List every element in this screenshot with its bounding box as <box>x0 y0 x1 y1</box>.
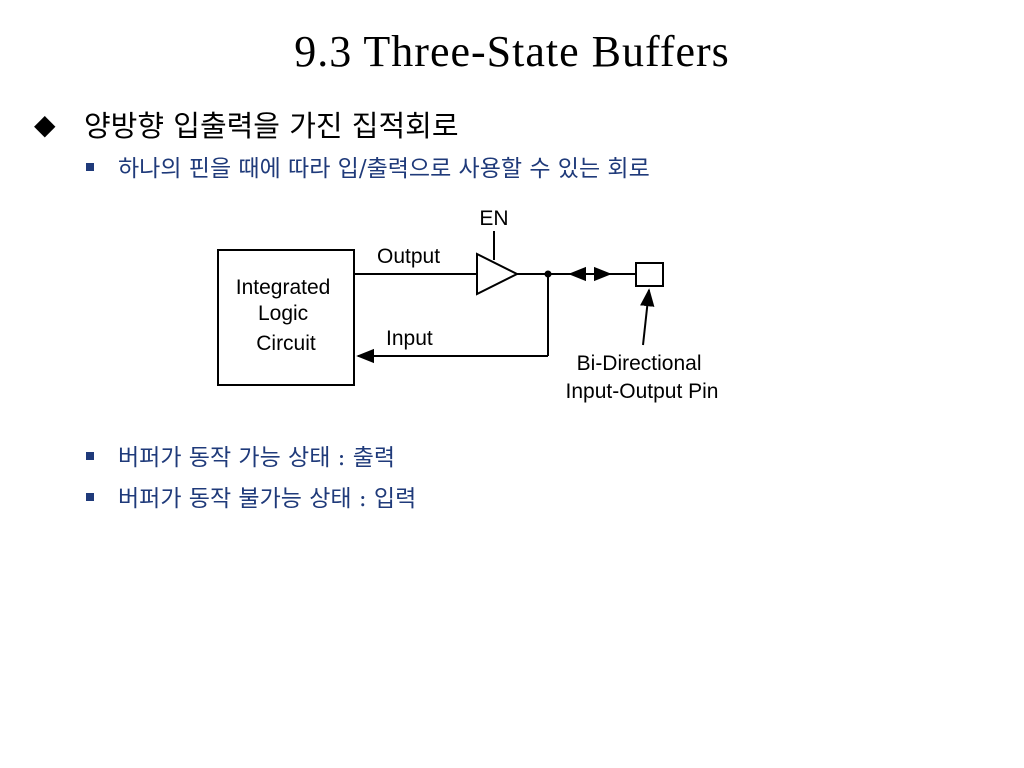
slide-title: 9.3 Three-State Buffers <box>294 27 730 76</box>
input-label: Input <box>386 327 433 350</box>
sub-bullet-2: 버퍼가 동작 가능 상태 : 출력 <box>86 439 395 471</box>
sub-bullet-text: 버퍼가 동작 가능 상태 : 출력 <box>118 445 396 471</box>
pin-label-line: Bi-Directional <box>577 352 702 375</box>
ic-label-line: Circuit <box>256 332 316 355</box>
pin-label: Bi-Directional Input-Output Pin <box>566 352 719 403</box>
pin-label-pointer <box>640 288 655 346</box>
square-bullet-icon <box>86 163 94 171</box>
pin-label-line: Input-Output Pin <box>566 380 719 403</box>
ic-block <box>217 249 355 386</box>
square-bullet-icon <box>86 452 94 460</box>
sub-bullet-text: 버퍼가 동작 불가능 상태 : 입력 <box>118 486 417 512</box>
sub-bullet-3: 버퍼가 동작 불가능 상태 : 입력 <box>86 480 416 512</box>
output-label: Output <box>377 245 440 268</box>
io-pin-square <box>635 262 664 287</box>
tristate-buffer-triangle <box>476 252 520 296</box>
square-bullet-icon <box>86 493 94 501</box>
sub-bullet-1: 하나의 핀을 때에 따라 입/출력으로 사용할 수 있는 회로 <box>86 150 650 182</box>
sub-bullet-text: 하나의 핀을 때에 따라 입/출력으로 사용할 수 있는 회로 <box>118 156 650 182</box>
tristate-buffer-diagram: Integrated Logic Circuit Output EN Bi-Di… <box>217 207 719 403</box>
enable-label: EN <box>479 207 508 230</box>
ic-label-line: Logic <box>258 302 308 325</box>
ic-label: Integrated Logic Circuit <box>236 276 336 355</box>
diamond-bullet-icon: ◆ <box>34 107 56 141</box>
ic-label-line: Integrated <box>236 276 331 299</box>
main-bullet: ◆ 양방향 입출력을 가진 집적회로 <box>34 104 459 144</box>
main-bullet-text: 양방향 입출력을 가진 집적회로 <box>84 109 459 143</box>
